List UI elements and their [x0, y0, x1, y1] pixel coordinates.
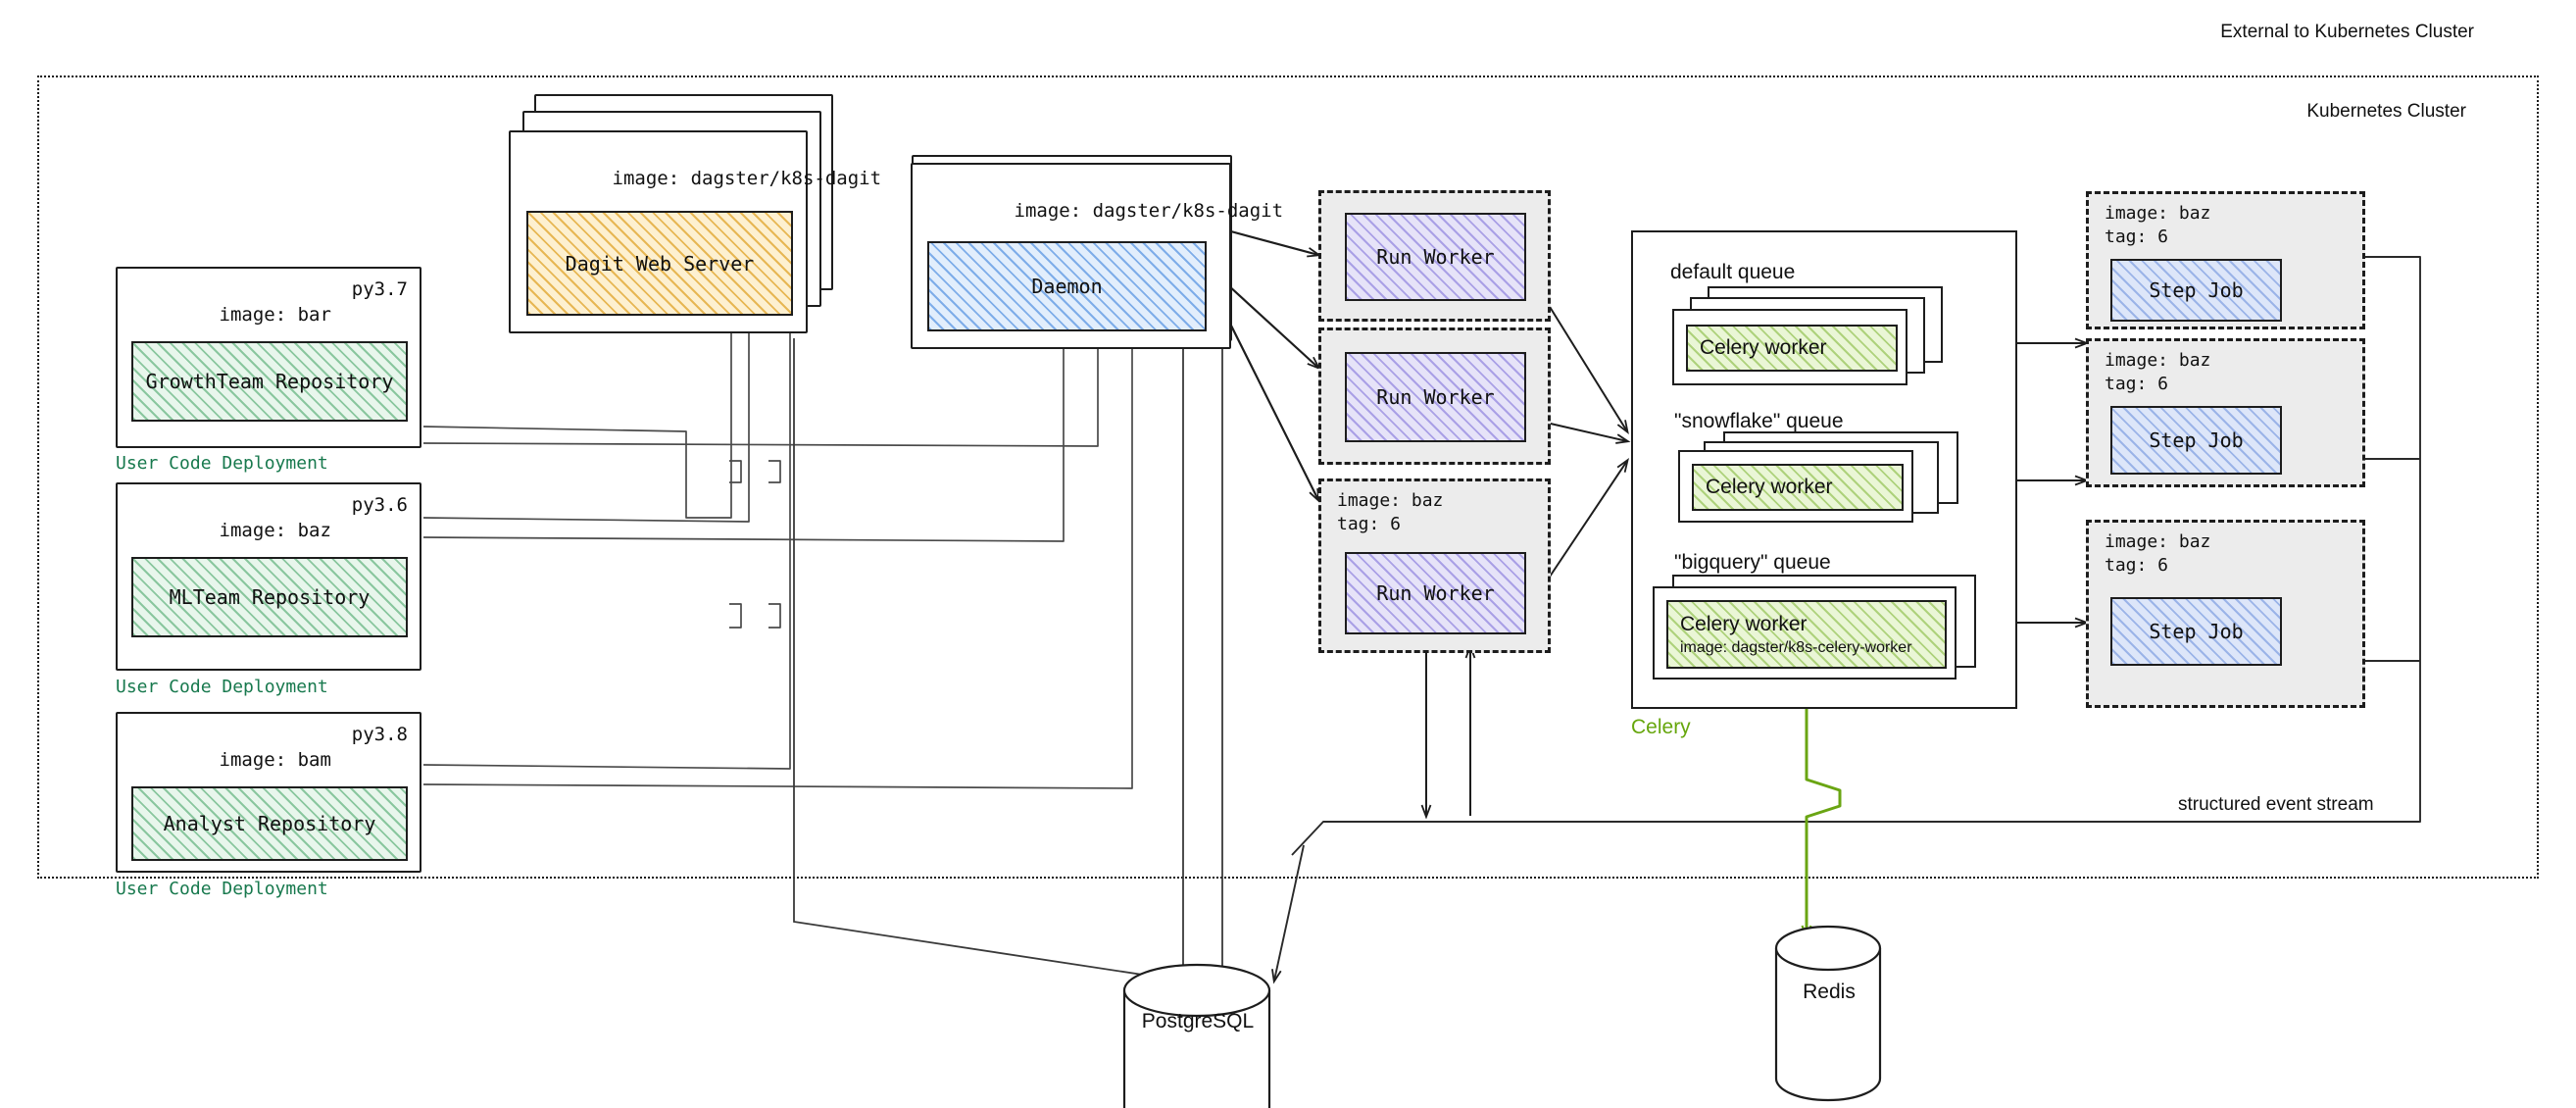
celery-worker-card-2[interactable]: Celery worker — [1678, 450, 1913, 523]
step-job-image-3: image: baz — [2105, 531, 2211, 552]
pod-image-1: image: bar — [219, 303, 331, 326]
step-job-meta-2: image: baz tag: 6 — [2089, 341, 2362, 397]
queue-title-bigquery: "bigquery" queue — [1674, 551, 1831, 574]
daemon-image: image: dagster/k8s-dagit — [1014, 199, 1284, 222]
pod-python-3: py3.8 — [351, 724, 408, 745]
user-code-deployment-caption-1: User Code Deployment — [116, 453, 328, 474]
kubernetes-cluster-label: Kubernetes Cluster — [2306, 101, 2466, 122]
run-worker-group-2[interactable]: Run Worker — [1318, 327, 1551, 465]
postgres-label: PostgreSQL — [1141, 1010, 1255, 1032]
celery-worker-box-3[interactable]: Celery worker image: dagster/k8s-celery-… — [1666, 600, 1947, 669]
structured-event-stream-label: structured event stream — [2178, 794, 2374, 815]
celery-worker-label-3: Celery worker — [1680, 612, 1808, 635]
step-job-box-2[interactable]: Step Job — [2110, 406, 2282, 475]
run-worker-group-3[interactable]: image: baz tag: 6 Run Worker — [1318, 478, 1551, 653]
step-job-image-2: image: baz — [2105, 350, 2211, 371]
run-worker-group-1[interactable]: Run Worker — [1318, 190, 1551, 322]
pod-image-3: image: bam — [219, 748, 331, 771]
redis-label: Redis — [1803, 981, 1856, 1003]
step-job-tag-1: tag: 6 — [2105, 227, 2169, 248]
user-code-deployment-pod-2[interactable]: image: baz tag: 6 py3.6 MLTeam Repositor… — [116, 482, 421, 671]
celery-worker-card-3[interactable]: Celery worker image: dagster/k8s-celery-… — [1653, 586, 1957, 680]
dagit-pod[interactable]: image: dagster/k8s-dagit tag: 0.11.0 Dag… — [509, 130, 881, 333]
pod-python-2: py3.6 — [351, 494, 408, 516]
step-job-box-1[interactable]: Step Job — [2110, 259, 2282, 322]
step-job-meta-1: image: baz tag: 6 — [2089, 194, 2362, 250]
queue-title-default: default queue — [1670, 261, 1796, 283]
dagit-image: image: dagster/k8s-dagit — [612, 167, 882, 189]
run-worker-box-1[interactable]: Run Worker — [1345, 213, 1526, 301]
celery-worker-image-3: image: dagster/k8s-celery-worker — [1680, 638, 1912, 656]
step-job-group-1[interactable]: image: baz tag: 6 Step Job — [2086, 191, 2365, 329]
user-code-deployment-caption-2: User Code Deployment — [116, 677, 328, 697]
step-job-group-3[interactable]: image: baz tag: 6 Step Job — [2086, 520, 2365, 708]
run-worker-tag-3: tag: 6 — [1337, 514, 1402, 535]
queue-title-snowflake: "snowflake" queue — [1674, 410, 1844, 432]
celery-worker-card-1[interactable]: Celery worker — [1672, 309, 1907, 385]
daemon-box[interactable]: Daemon — [927, 241, 1207, 331]
daemon-pod[interactable]: image: dagster/k8s-dagit tag: 0.11.0 Dae… — [911, 163, 1283, 349]
external-cluster-label: External to Kubernetes Cluster — [2220, 22, 2474, 42]
celery-worker-label-1: Celery worker — [1700, 336, 1827, 359]
step-job-meta-3: image: baz tag: 6 — [2089, 523, 2362, 579]
step-job-group-2[interactable]: image: baz tag: 6 Step Job — [2086, 338, 2365, 487]
dagit-web-server-box[interactable]: Dagit Web Server — [526, 211, 793, 316]
user-code-deployment-pod-3[interactable]: image: bam tag: latest py3.8 Analyst Rep… — [116, 712, 421, 873]
user-code-deployment-caption-3: User Code Deployment — [116, 879, 328, 899]
run-worker-image-3: image: baz — [1337, 490, 1444, 511]
kubernetes-cluster-boundary — [37, 76, 2539, 879]
repository-box-1[interactable]: GrowthTeam Repository — [131, 341, 408, 422]
repository-box-3[interactable]: Analyst Repository — [131, 786, 408, 861]
pod-python-1: py3.7 — [351, 278, 408, 300]
celery-worker-label-2: Celery worker — [1706, 476, 1833, 498]
step-job-tag-3: tag: 6 — [2105, 555, 2169, 577]
step-job-box-3[interactable]: Step Job — [2110, 597, 2282, 666]
celery-worker-box-1[interactable]: Celery worker — [1686, 325, 1898, 372]
celery-label: Celery — [1631, 716, 1691, 738]
step-job-tag-2: tag: 6 — [2105, 374, 2169, 395]
pod-image-2: image: baz — [219, 519, 331, 541]
run-worker-meta-3: image: baz tag: 6 — [1321, 481, 1548, 537]
user-code-deployment-pod-1[interactable]: image: bar tag: 5 py3.7 GrowthTeam Repos… — [116, 267, 421, 448]
run-worker-box-2[interactable]: Run Worker — [1345, 352, 1526, 442]
step-job-image-1: image: baz — [2105, 203, 2211, 224]
repository-box-2[interactable]: MLTeam Repository — [131, 557, 408, 637]
run-worker-box-3[interactable]: Run Worker — [1345, 552, 1526, 634]
celery-worker-box-2[interactable]: Celery worker — [1692, 464, 1904, 511]
